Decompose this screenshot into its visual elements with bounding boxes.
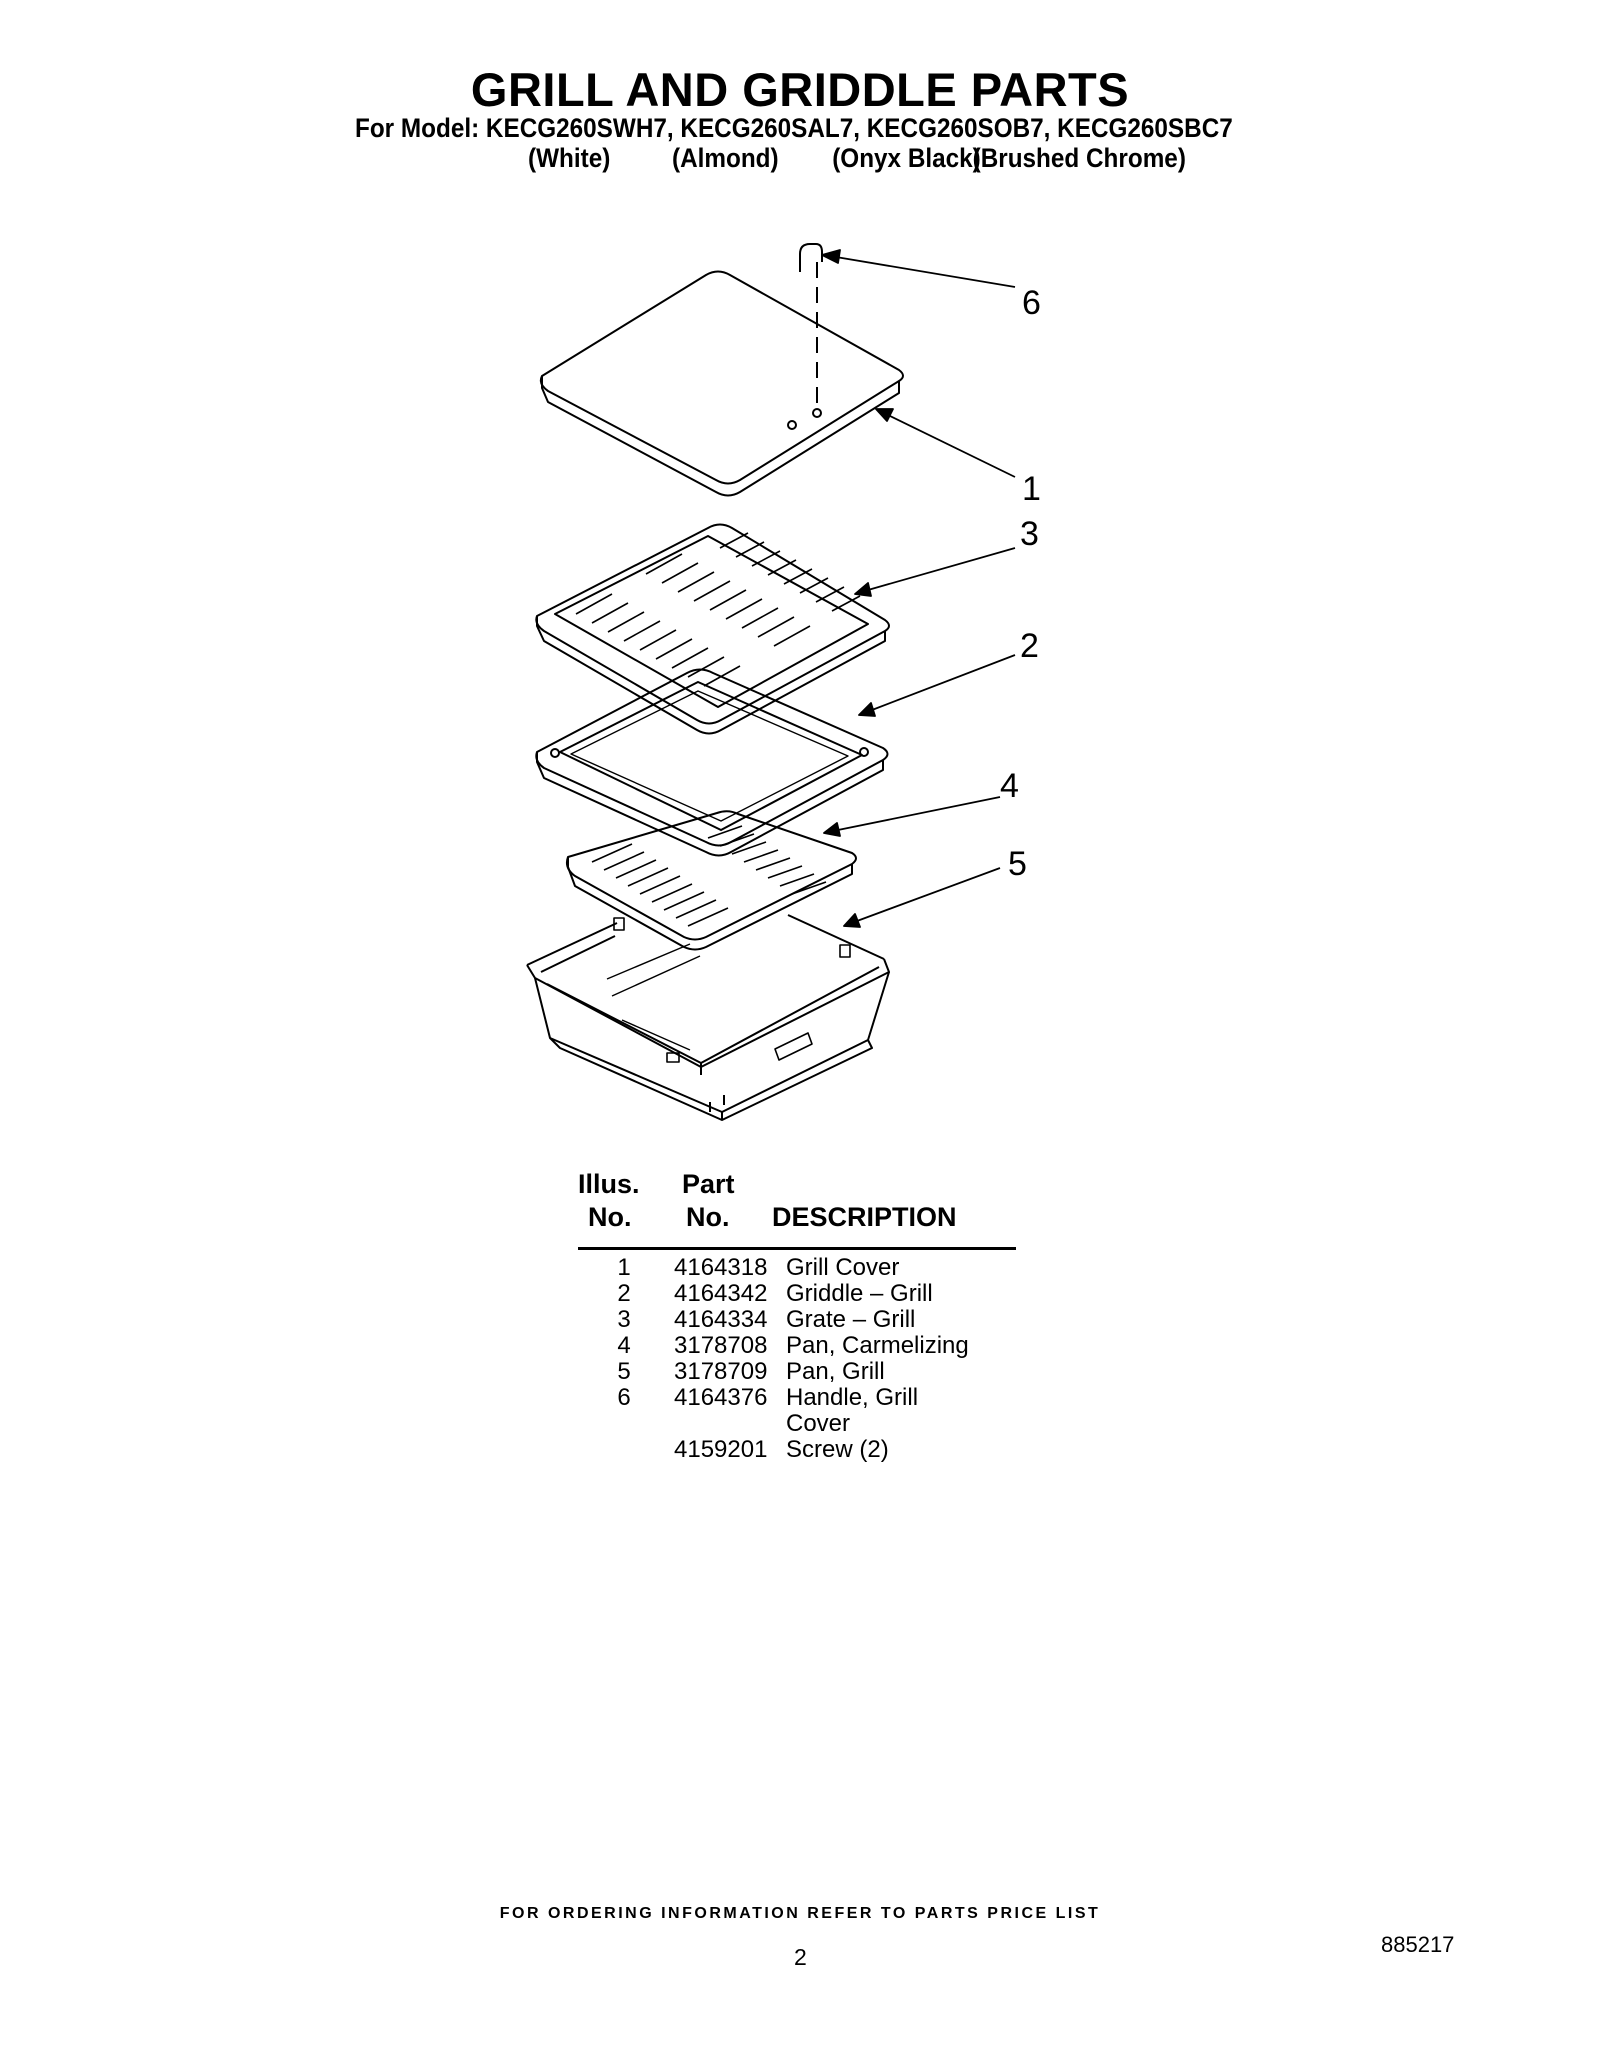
handle-grill-cover	[799, 243, 823, 405]
part-no: 4164342	[674, 1280, 768, 1307]
part-no: 4164376	[674, 1384, 768, 1411]
ordering-note: FOR ORDERING INFORMATION REFER TO PARTS …	[499, 1905, 1101, 1922]
document-number: 885217	[1381, 1932, 1455, 1957]
part-description: Pan, Carmelizing	[786, 1332, 969, 1359]
page-title: GRILL AND GRIDDLE PARTS	[470, 63, 1130, 116]
callout-2: 2	[1020, 627, 1039, 665]
callout-4: 4	[1000, 767, 1019, 805]
illus-no: 5	[617, 1358, 631, 1385]
header-illus-bottom: No.	[588, 1202, 632, 1232]
callout-1: 1	[1022, 470, 1041, 508]
grill-cover	[539, 270, 904, 497]
callout-3: 3	[1020, 515, 1039, 553]
part-no: 4164318	[674, 1254, 768, 1281]
part-description: Screw (2)	[786, 1436, 889, 1463]
header-part-bottom: No.	[686, 1202, 730, 1232]
illus-no: 1	[617, 1254, 631, 1281]
part-description: Griddle – Grill	[786, 1280, 933, 1307]
color-white: (White)	[528, 143, 611, 173]
page-number: 2	[794, 1944, 807, 1970]
part-description: Handle, Grill	[786, 1384, 919, 1411]
exploded-parts-diagram	[526, 243, 1016, 1121]
header-rule	[578, 1247, 1016, 1250]
callout-6: 6	[1022, 284, 1041, 322]
part-description: Grate – Grill	[786, 1306, 916, 1333]
leader-lines	[821, 249, 1016, 928]
illus-no: 2	[617, 1280, 631, 1307]
part-description: Grill Cover	[786, 1254, 900, 1281]
color-onyx-black: (Onyx Black)	[832, 143, 981, 173]
part-no: 4159201	[674, 1436, 768, 1463]
callout-5: 5	[1008, 845, 1027, 883]
color-brushed-chrome: (Brushed Chrome)	[972, 143, 1186, 173]
color-almond: (Almond)	[672, 143, 779, 173]
illus-no: 3	[617, 1306, 631, 1333]
model-list: For Model: KECG260SWH7, KECG260SAL7, KEC…	[355, 113, 1233, 143]
part-no: 3178709	[674, 1358, 768, 1385]
griddle	[535, 668, 889, 857]
model-colors: (White) (Almond) (Onyx Black) (Brushed C…	[528, 143, 1186, 298]
carmelizing-pan	[565, 810, 857, 951]
header-part-top: Part	[682, 1169, 735, 1199]
part-description: Cover	[786, 1410, 851, 1437]
part-description: Pan, Grill	[786, 1358, 885, 1385]
illus-no: 6	[617, 1384, 631, 1411]
part-no: 4164334	[674, 1306, 768, 1333]
part-no: 3178708	[674, 1332, 768, 1359]
header-illus-top: Illus.	[578, 1169, 640, 1199]
header-description: DESCRIPTION	[772, 1202, 957, 1232]
grill-grate	[535, 523, 890, 735]
illus-no: 4	[617, 1332, 631, 1359]
grill-pan	[526, 914, 890, 1121]
